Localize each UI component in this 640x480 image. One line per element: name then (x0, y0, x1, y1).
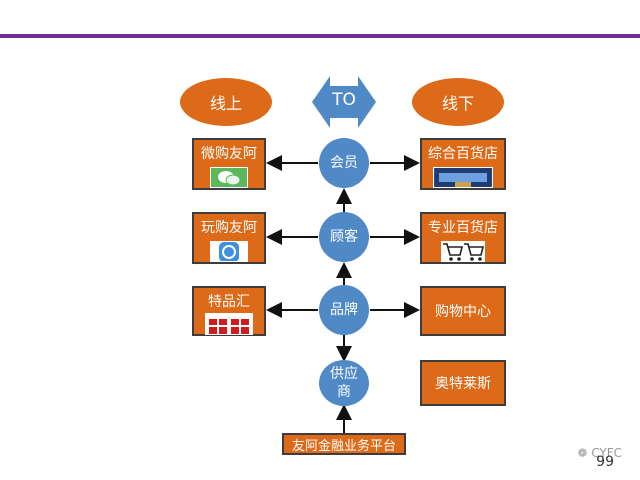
watermark: ❁ CYFC (577, 446, 622, 460)
mall-photo-icon (433, 167, 493, 188)
node-label-0: 会员 (330, 155, 358, 171)
top-divider-bar (0, 34, 640, 38)
offline-label-3: 奥特莱斯 (435, 376, 491, 392)
node-label-1: 顾客 (330, 229, 358, 245)
node-supplier: 供应商 (319, 360, 369, 406)
online-box-tepinhui: 特品汇 (192, 286, 266, 336)
node-label-3: 供应商 (330, 366, 358, 400)
online-ellipse: 线上 (180, 78, 272, 126)
node-customer: 顾客 (319, 212, 369, 262)
watermark-logo-icon: ❁ (577, 446, 592, 460)
offline-label-0: 综合百货店 (428, 146, 498, 162)
offline-box-dept-store: 综合百货店 (420, 138, 506, 190)
node-member: 会员 (319, 138, 369, 188)
node-brand: 品牌 (319, 285, 369, 335)
online-label-2: 特品汇 (208, 294, 250, 310)
online-label-0: 微购友阿 (201, 146, 257, 162)
page-number: 99 (596, 454, 614, 470)
offline-ellipse: 线下 (412, 78, 504, 126)
to-double-arrow (312, 76, 376, 128)
wechat-icon (210, 167, 248, 188)
online-label: 线上 (209, 94, 242, 113)
online-label-1: 玩购友阿 (201, 220, 257, 236)
online-box-weigou: 微购友阿 (192, 138, 266, 190)
offline-label: 线下 (441, 94, 474, 113)
finance-platform-label: 友阿金融业务平台 (291, 438, 396, 454)
offline-box-specialty-store: 专业百货店 (420, 212, 506, 264)
app-store-icon (210, 241, 248, 262)
shopping-cart-icon (441, 241, 485, 262)
offline-box-outlet: 奥特莱斯 (420, 360, 506, 406)
to-label: TO (332, 90, 356, 110)
online-box-wangou: 玩购友阿 (192, 212, 266, 264)
offline-box-mall: 购物中心 (420, 286, 506, 336)
offline-label-1: 专业百货店 (428, 220, 498, 236)
finance-platform-box: 友阿金融业务平台 (282, 433, 406, 455)
node-label-2: 品牌 (330, 302, 358, 318)
gift-box-icon (205, 313, 253, 335)
watermark-text: CYFC (591, 446, 622, 460)
offline-label-2: 购物中心 (435, 304, 491, 320)
